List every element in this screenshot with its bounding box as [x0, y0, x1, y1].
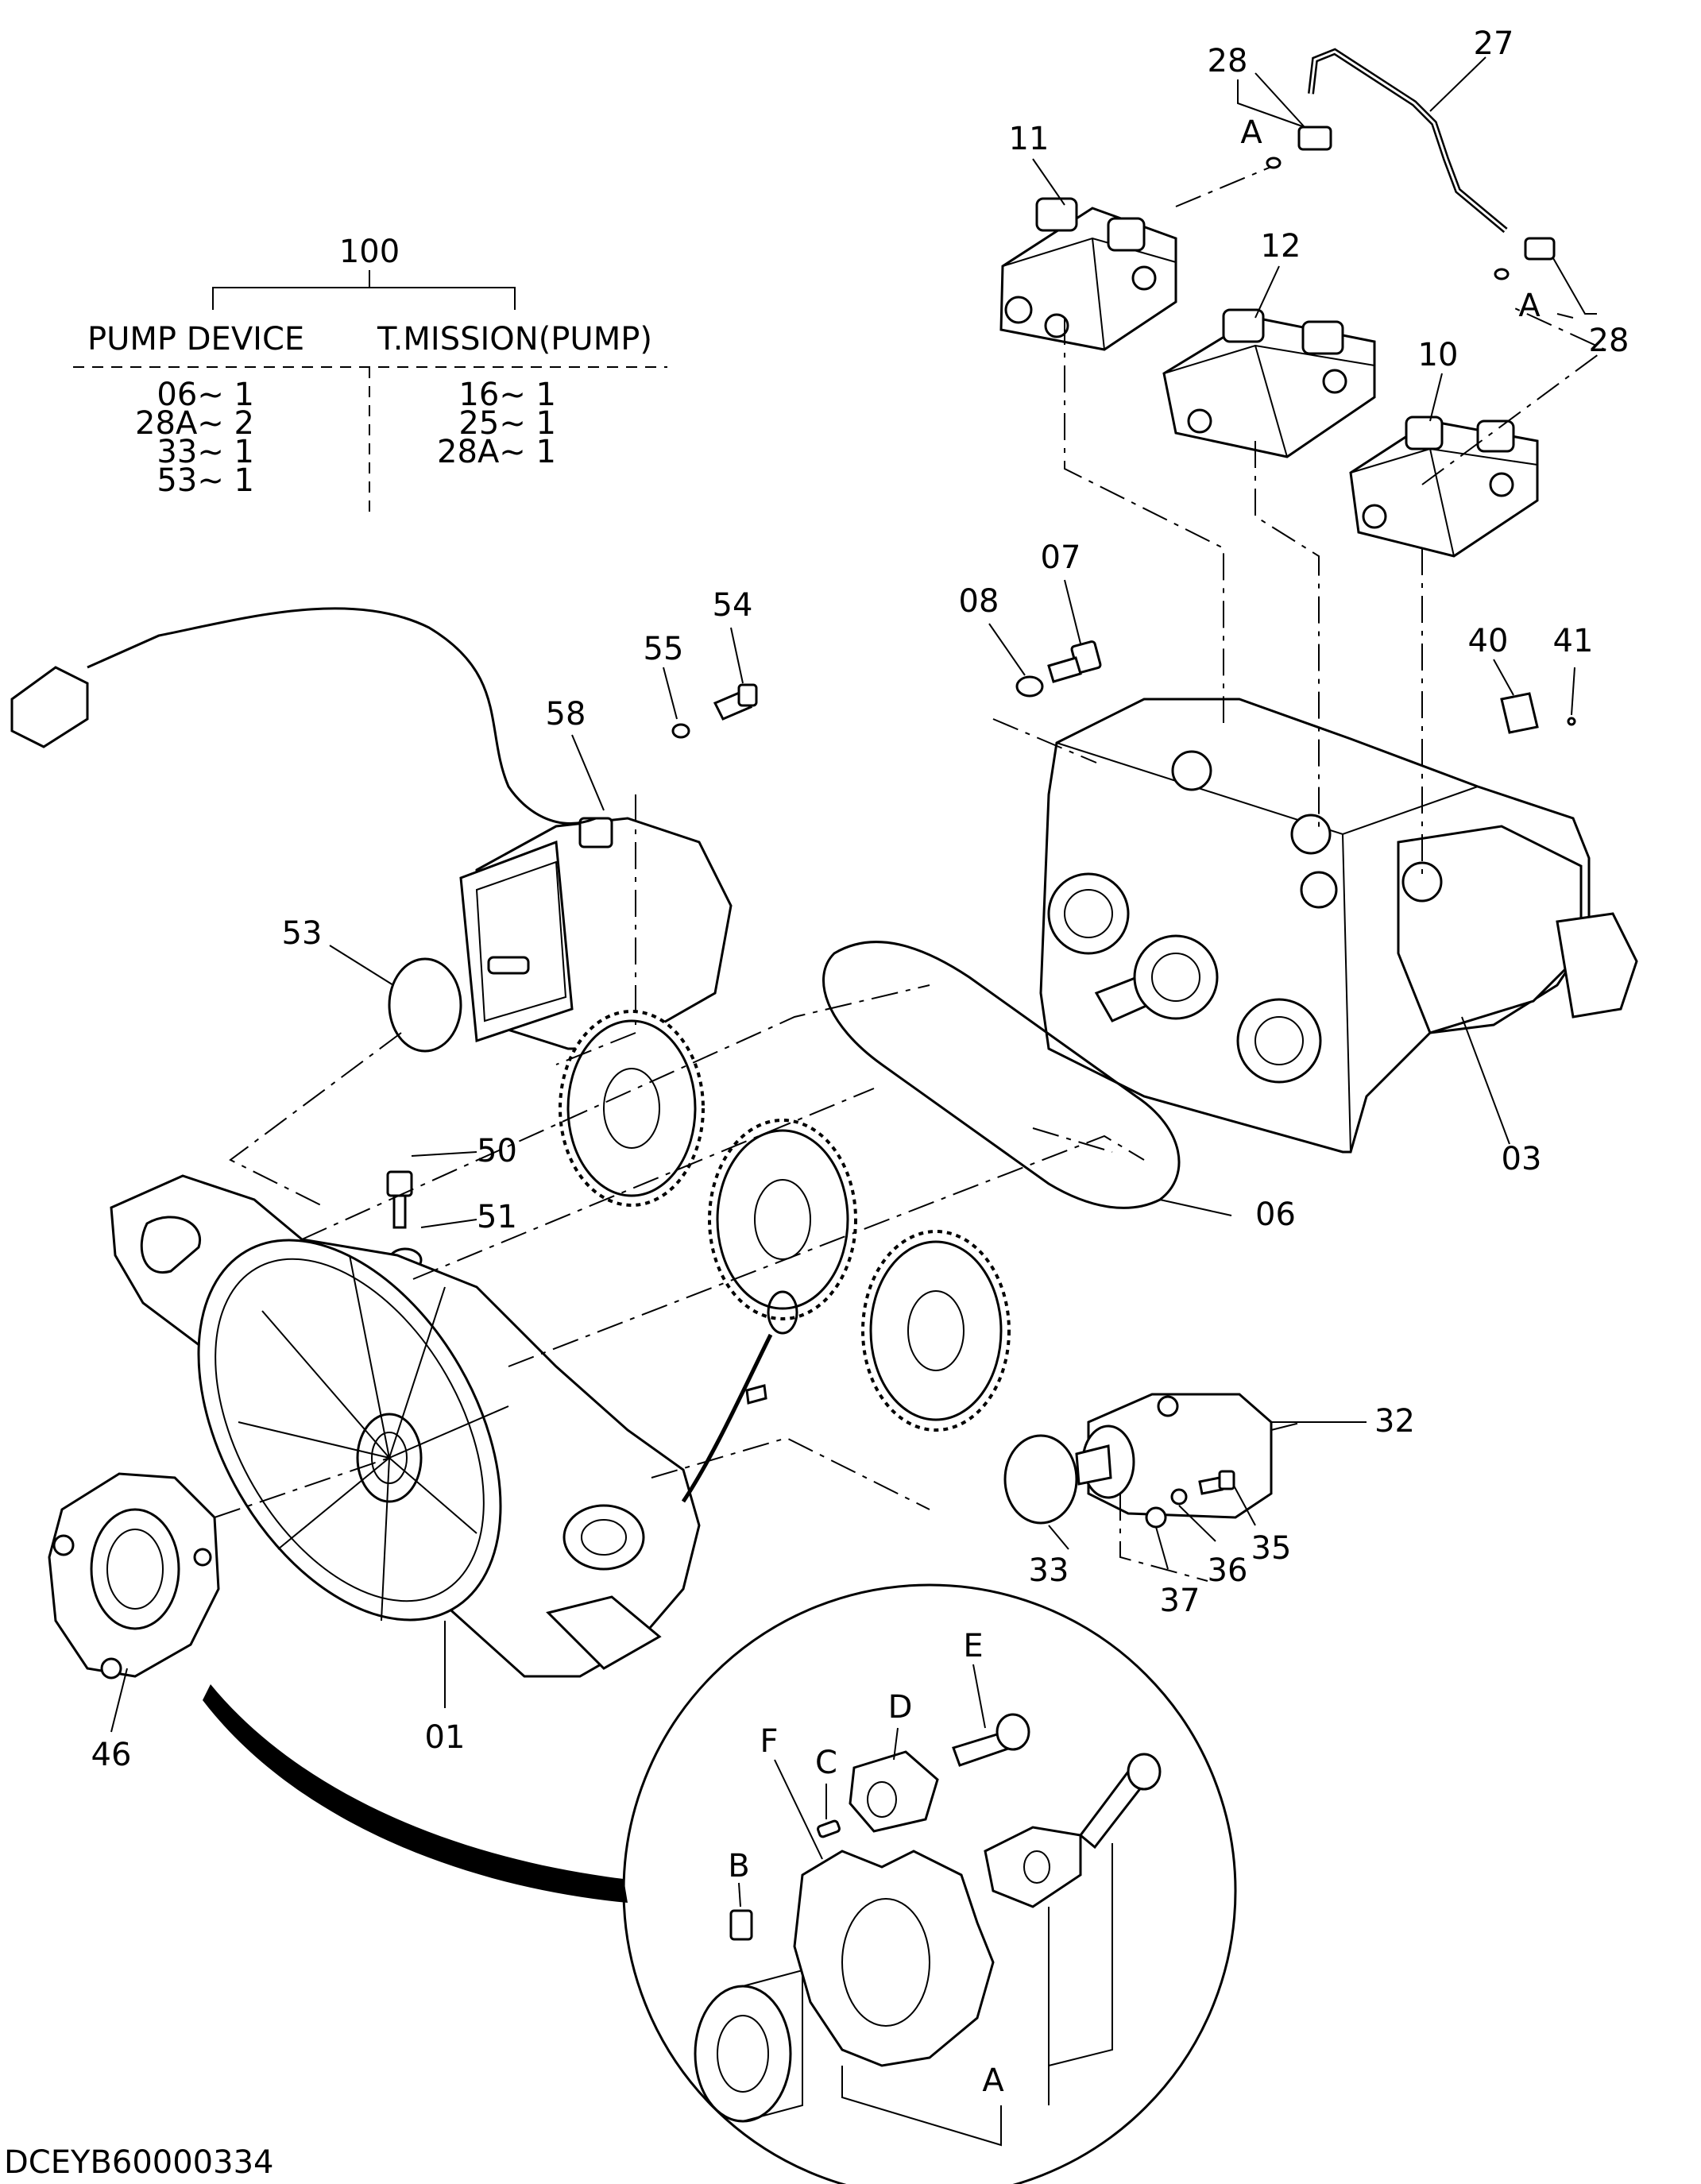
- washer-36: [1170, 1488, 1188, 1506]
- assembly-table: 100 PUMP DEVICE T.MISSION(PUMP) 06~ 1 28…: [73, 234, 667, 516]
- detail-label-F: F: [760, 1723, 778, 1760]
- callout-50: 50: [477, 1133, 517, 1169]
- pump-device-row: 28A~ 2: [135, 405, 254, 442]
- detail-view: [203, 1583, 1237, 2184]
- dipstick: [681, 1290, 798, 1503]
- callout-03: 03: [1502, 1141, 1542, 1177]
- detail-label-B: B: [728, 1848, 749, 1884]
- rivet-41: [1567, 717, 1576, 726]
- detail-label-C: C: [815, 1745, 837, 1781]
- housing-01: [110, 1174, 701, 1678]
- callout-37: 37: [1160, 1583, 1200, 1619]
- transmission-row: 28A~ 1: [437, 434, 556, 470]
- washer-37: [1145, 1506, 1167, 1529]
- detail-label-A: A: [982, 2062, 1004, 2099]
- reference-A-right: A: [1518, 288, 1541, 324]
- callout-10: 10: [1418, 337, 1459, 373]
- callout-32: 32: [1374, 1403, 1415, 1440]
- pump-device-row: 53~ 1: [157, 462, 254, 499]
- main-pump-03: [1039, 698, 1638, 1154]
- callout-46: 46: [91, 1737, 132, 1773]
- callout-01: 01: [425, 1719, 466, 1756]
- bolt-07: [1047, 640, 1102, 683]
- bolt-35: [1198, 1470, 1235, 1495]
- callout-40: 40: [1468, 623, 1509, 659]
- callout-27: 27: [1474, 25, 1514, 62]
- callout-41: 41: [1553, 623, 1594, 659]
- transmission-row: 16~ 1: [458, 377, 556, 413]
- control-valve-11: [999, 197, 1177, 351]
- callout-36: 36: [1208, 1552, 1248, 1589]
- o-ring-33: [1003, 1434, 1078, 1525]
- assembly-number: 100: [339, 234, 400, 270]
- o-ring-53: [388, 957, 462, 1053]
- reference-A-top: A: [1240, 114, 1262, 151]
- callout-08: 08: [959, 583, 999, 620]
- coupling-46: [48, 1472, 220, 1680]
- column-heading-transmission: T.MISSION(PUMP): [377, 321, 652, 358]
- detail-labels: F C D E B A: [728, 1628, 1004, 2099]
- detail-label-D: D: [888, 1689, 913, 1726]
- callout-53: 53: [282, 915, 323, 952]
- callout-28-right: 28: [1589, 323, 1629, 359]
- washer-08: [1015, 675, 1044, 698]
- callout-58: 58: [546, 696, 586, 733]
- gear-upper: [559, 1010, 705, 1207]
- control-valve-10: [1349, 416, 1539, 558]
- callout-12: 12: [1261, 228, 1301, 265]
- callout-06: 06: [1255, 1196, 1296, 1233]
- bolt-54: [713, 683, 758, 721]
- pump-device-row: 06~ 1: [157, 377, 254, 413]
- drawing-code: DCEYB60000334: [4, 2144, 273, 2181]
- column-heading-pump-device: PUMP DEVICE: [87, 321, 304, 358]
- callout-54: 54: [713, 587, 753, 624]
- callouts: 01 03 06 07 08 10 11 12 27 28 A 28 A 3: [91, 25, 1629, 1773]
- detail-label-E: E: [963, 1628, 983, 1664]
- callout-11: 11: [1009, 121, 1050, 157]
- control-valve-12: [1162, 308, 1376, 458]
- callout-55: 55: [644, 631, 684, 667]
- callout-35: 35: [1251, 1530, 1292, 1567]
- callout-28-top: 28: [1208, 43, 1248, 79]
- callout-33: 33: [1029, 1552, 1069, 1589]
- transmission-row: 25~ 1: [458, 405, 556, 442]
- name-plate-40: [1500, 692, 1539, 734]
- assembly-lines: [214, 166, 1606, 1582]
- pilot-hose-27: [1266, 48, 1556, 280]
- gear-lower: [861, 1230, 1011, 1432]
- pump-device-row: 33~ 1: [157, 434, 254, 470]
- sensor-58: [10, 607, 733, 1050]
- callout-07: 07: [1041, 539, 1081, 576]
- washer-55: [671, 723, 690, 739]
- gear-middle: [708, 1119, 857, 1320]
- callout-51: 51: [477, 1199, 517, 1235]
